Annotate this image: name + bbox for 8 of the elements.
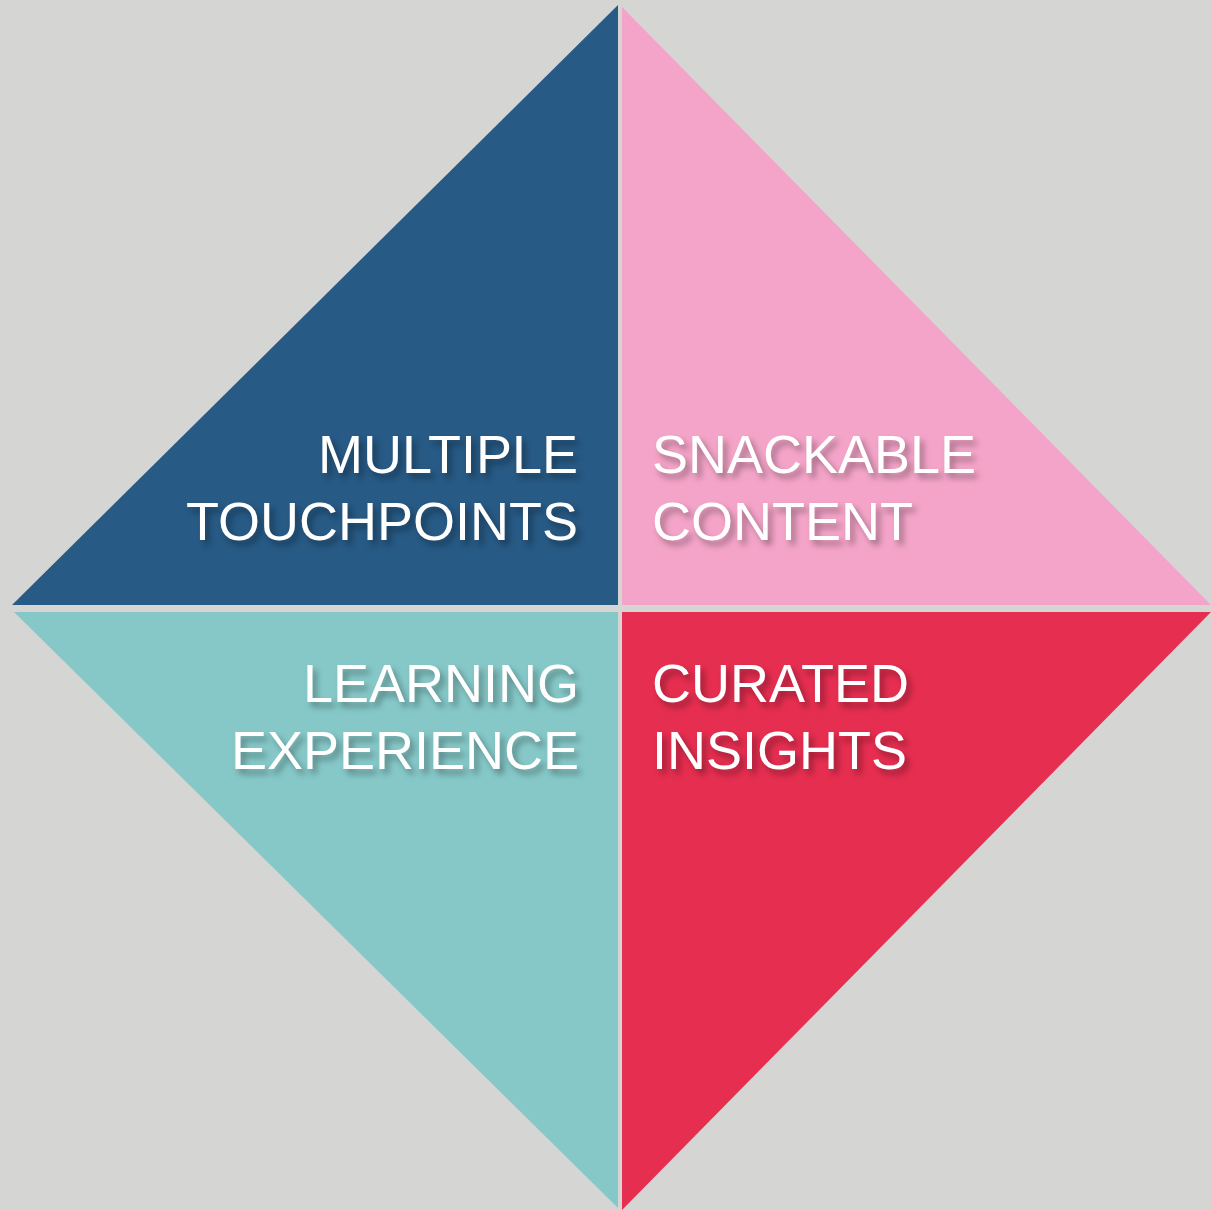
- triangle-segment: [12, 5, 618, 605]
- triangle-segment: [14, 612, 618, 1208]
- triangle-segment: [622, 612, 1211, 1210]
- segment-label: MULTIPLE TOUCHPOINTS: [184, 423, 578, 553]
- triangle-segment: [622, 7, 1211, 605]
- segment-label: CURATED INSIGHTS: [652, 652, 910, 782]
- segment-label: SNACKABLE CONTENT: [652, 423, 978, 553]
- segment-label: LEARNING EXPERIENCE: [229, 652, 579, 782]
